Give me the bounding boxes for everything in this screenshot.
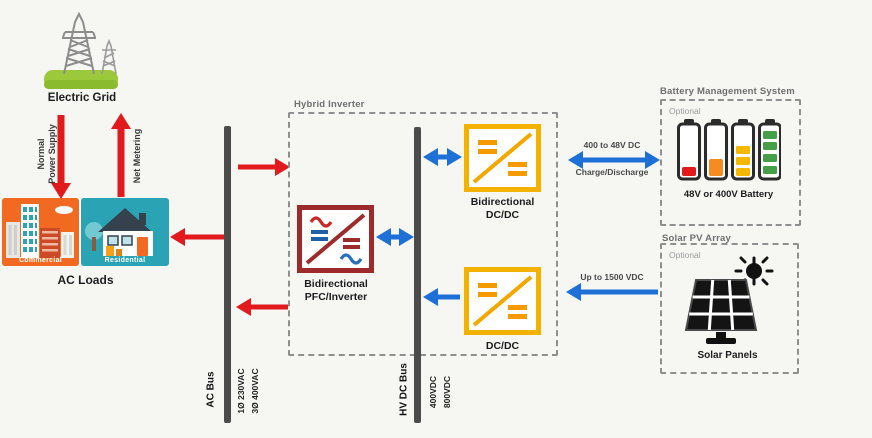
hybrid-inverter-title: Hybrid Inverter xyxy=(294,99,365,110)
solar-array-title: Solar PV Array xyxy=(662,233,731,244)
hv-dc-bus-spec1: 400VDC xyxy=(428,375,438,409)
pfc-hvdc-bus-arrow xyxy=(376,227,414,247)
residential-loads-panel: Residential xyxy=(81,198,169,266)
net-metering-arrow xyxy=(110,113,132,199)
battery-link-charge-label: Charge/Discharge xyxy=(575,167,649,177)
ac-bus-label: AC Bus xyxy=(205,371,217,408)
battery-high-icon xyxy=(731,119,755,181)
battery-voltage-label: 48V or 400V Battery xyxy=(683,189,774,200)
hv-dc-bus-label: HV DC Bus xyxy=(398,363,410,416)
ac-loads-label: AC Loads xyxy=(57,273,114,287)
hv-dc-bus-line xyxy=(414,127,421,423)
battery-charge-discharge-arrow xyxy=(568,150,660,170)
dcdc-icon xyxy=(464,267,541,335)
battery-charge-icons xyxy=(677,119,781,181)
solar-to-inverter-arrow xyxy=(566,282,660,302)
acbus-to-inverter-arrow xyxy=(236,157,290,177)
commercial-label: Commercial xyxy=(18,257,63,264)
dcdc-label: DC/DC xyxy=(485,340,520,352)
bms-optional-label: Optional xyxy=(669,106,701,116)
electric-grid-icon xyxy=(44,11,118,89)
hv-dc-bus-spec2: 800VDC xyxy=(442,375,452,409)
ac-bus-spec2: 3Ø 400VAC xyxy=(250,368,260,414)
solar-panel-icon xyxy=(684,256,774,344)
ac-bus-line xyxy=(224,126,231,423)
battery-link-voltage-label: 400 to 48V DC xyxy=(583,140,641,150)
normal-power-supply-arrow xyxy=(50,113,72,199)
solar-panels-label: Solar Panels xyxy=(697,350,758,361)
solar-optional-label: Optional xyxy=(669,250,701,260)
ac-bus-spec1: 1Ø 230VAC xyxy=(236,368,246,414)
solar-link-voltage-label: Up to 1500 VDC xyxy=(580,272,644,282)
hybrid-inverter-box xyxy=(288,112,558,356)
solar-array-box xyxy=(660,243,799,374)
bidirectional-dcdc-icon xyxy=(464,124,541,192)
pfc-inverter-label: Bidirectional PFC/Inverter xyxy=(304,278,368,303)
bms-box xyxy=(660,99,801,226)
acbus-to-loads-arrow xyxy=(170,227,232,247)
normal-power-supply-label: Normal Power Supply xyxy=(36,124,57,184)
bidirectional-pfc-inverter-icon xyxy=(297,205,374,273)
bidirectional-dcdc-label: Bidirectional DC/DC xyxy=(470,196,535,221)
dcdc-to-hvdc-bus-arrow xyxy=(423,287,462,307)
residential-label: Residential xyxy=(104,257,146,264)
inverter-to-acbus-arrow xyxy=(236,297,290,317)
commercial-loads-panel: Commercial xyxy=(2,198,79,266)
battery-medium-icon xyxy=(704,119,728,181)
net-metering-label: Net Metering xyxy=(132,128,142,184)
electric-grid-label: Electric Grid xyxy=(47,92,117,104)
commercial-buildings-icon xyxy=(2,198,79,266)
residential-house-icon xyxy=(81,198,169,266)
bms-title: Battery Management System xyxy=(660,86,795,97)
battery-low-icon xyxy=(677,119,701,181)
battery-full-icon xyxy=(758,119,781,181)
hvdc-bus-bidir-dcdc-arrow xyxy=(423,147,462,167)
